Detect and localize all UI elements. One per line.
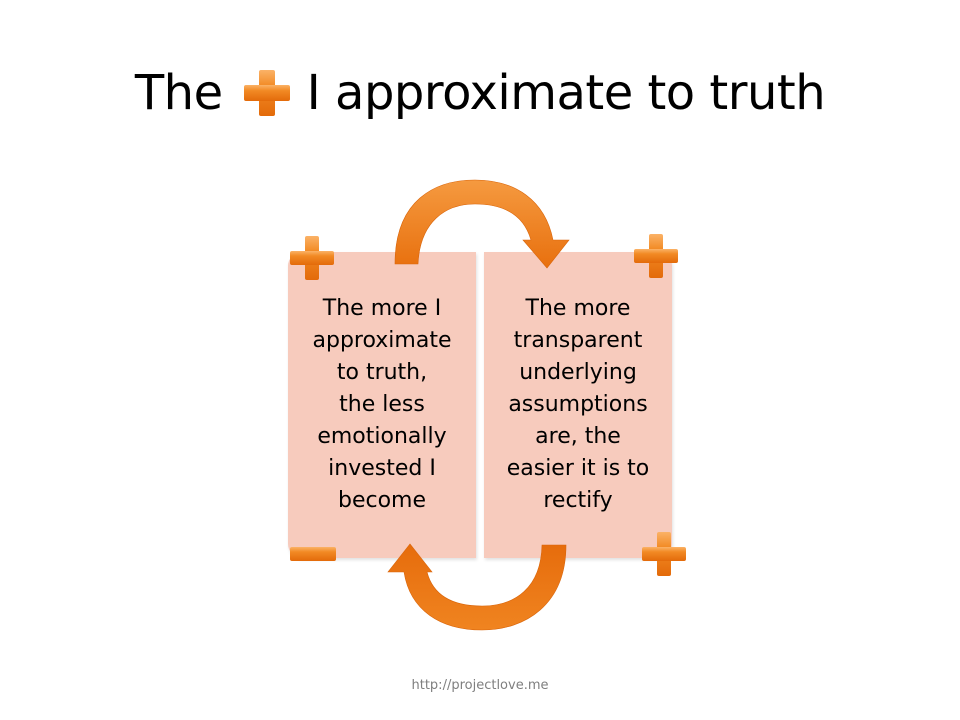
plus-icon bbox=[640, 530, 688, 578]
minus-icon bbox=[288, 544, 338, 564]
left-statement-box: The more I approximate to truth, the les… bbox=[288, 252, 476, 558]
plus-icon bbox=[632, 232, 680, 280]
left-statement-text: The more I approximate to truth, the les… bbox=[312, 296, 452, 513]
footer-url[interactable]: http://projectlove.me bbox=[411, 678, 549, 693]
right-statement-box: The more transparent underlying assumpti… bbox=[484, 252, 672, 558]
title-suffix: I approximate to truth bbox=[306, 65, 826, 121]
slide-title: The I approximate to truth bbox=[0, 58, 960, 128]
plus-icon bbox=[241, 67, 293, 119]
plus-icon bbox=[288, 234, 336, 282]
right-statement-text: The more transparent underlying assumpti… bbox=[506, 296, 650, 513]
title-prefix: The bbox=[134, 65, 223, 121]
